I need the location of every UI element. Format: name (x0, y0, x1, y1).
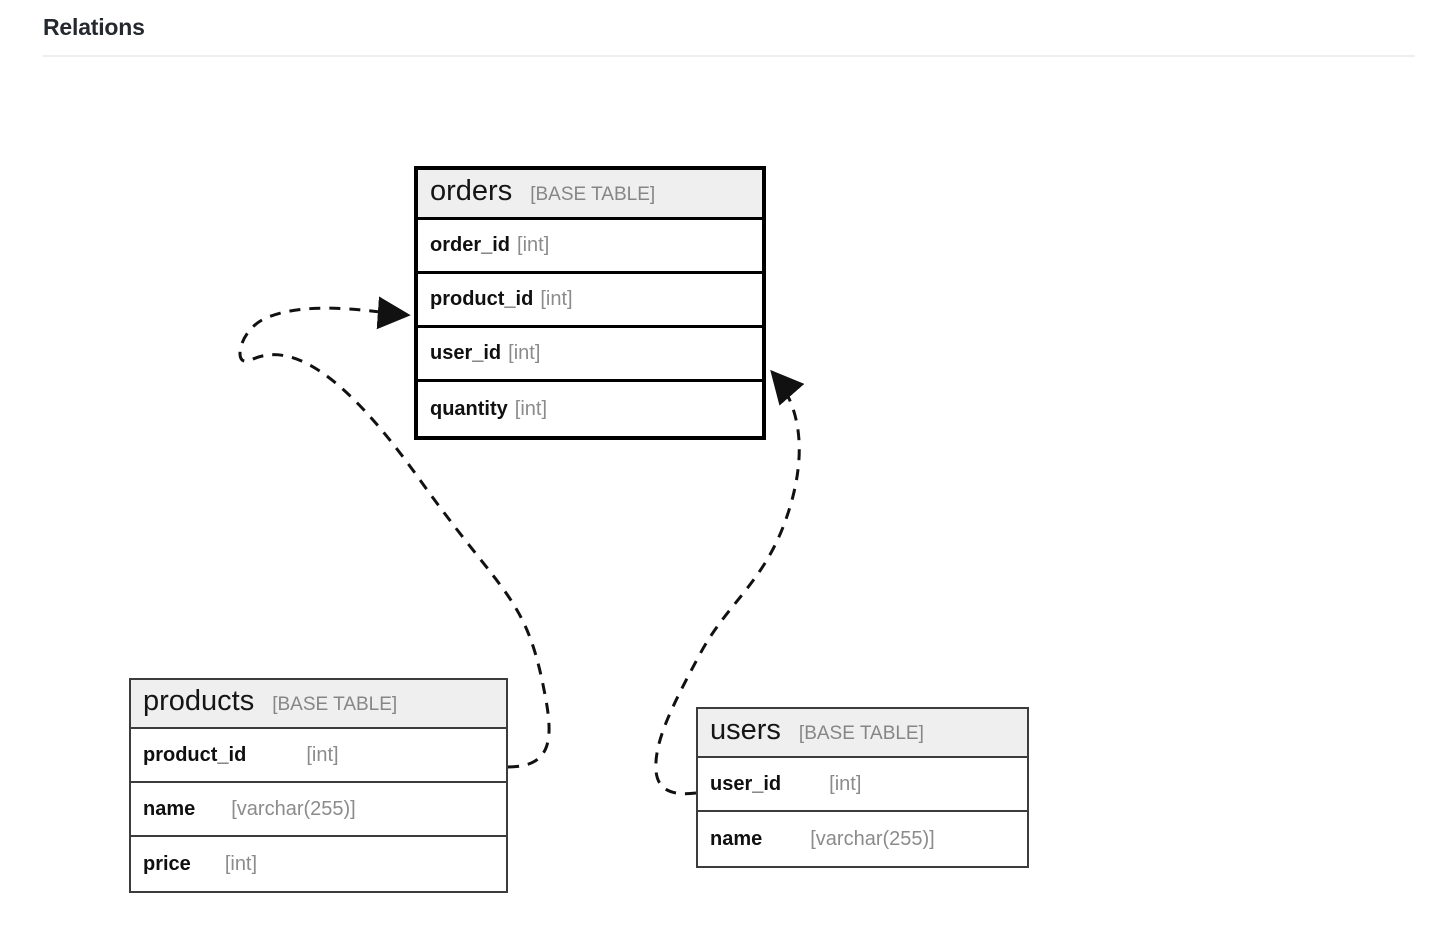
erd-table-title: orders (430, 175, 513, 207)
erd-table-header: users [BASE TABLE] (698, 709, 1027, 758)
erd-column-type: [int] (517, 234, 550, 257)
erd-column-name: user_id (430, 342, 502, 365)
erd-column-row[interactable]: product_id [int] (131, 729, 506, 783)
erd-column-type: [int] (508, 342, 541, 365)
erd-table-header: products [BASE TABLE] (131, 680, 506, 729)
erd-column-row[interactable]: price [int] (131, 837, 506, 891)
erd-column-type: [int] (829, 772, 862, 795)
erd-table-kind-label: [BASE TABLE] (272, 694, 398, 715)
page-title: Relations (43, 14, 145, 40)
erd-column-type: [varchar(255)] (810, 827, 935, 850)
erd-table-users[interactable]: users [BASE TABLE] user_id [int] name [v… (696, 707, 1029, 868)
erd-table-title: products (143, 685, 255, 717)
erd-column-row[interactable]: product_id [int] (418, 274, 762, 328)
erd-column-name: price (143, 852, 191, 875)
erd-column-row[interactable]: user_id [int] (418, 328, 762, 382)
erd-table-title: users (710, 714, 781, 746)
erd-column-name: product_id (430, 288, 534, 311)
erd-column-list: order_id [int] product_id [int] user_id … (418, 220, 762, 436)
erd-column-list: user_id [int] name [varchar(255)] (698, 758, 1027, 866)
erd-column-name: product_id (143, 743, 247, 766)
erd-column-type: [int] (540, 288, 573, 311)
erd-column-row[interactable]: name [varchar(255)] (131, 783, 506, 837)
erd-column-name: name (143, 797, 196, 820)
erd-column-type: [int] (306, 743, 339, 766)
erd-column-row[interactable]: name [varchar(255)] (698, 812, 1027, 866)
erd-column-row[interactable]: user_id [int] (698, 758, 1027, 812)
erd-column-name: quantity (430, 397, 508, 420)
page-header: Relations (0, 0, 1440, 58)
erd-column-list: product_id [int] name [varchar(255)] pri… (131, 729, 506, 891)
erd-column-row[interactable]: order_id [int] (418, 220, 762, 274)
header-divider (43, 55, 1415, 57)
erd-column-name: user_id (710, 772, 782, 795)
erd-column-name: name (710, 827, 763, 850)
erd-column-name: order_id (430, 234, 511, 257)
erd-table-orders[interactable]: orders [BASE TABLE] order_id [int] produ… (414, 166, 766, 440)
erd-table-kind-label: [BASE TABLE] (798, 723, 924, 744)
erd-column-type: [varchar(255)] (231, 797, 356, 820)
erd-table-products[interactable]: products [BASE TABLE] product_id [int] n… (129, 678, 508, 893)
erd-column-type: [int] (514, 397, 548, 420)
erd-table-kind-label: [BASE TABLE] (530, 184, 656, 205)
erd-column-row[interactable]: quantity [int] (418, 382, 762, 436)
erd-table-header: orders [BASE TABLE] (418, 170, 762, 220)
erd-column-type: [int] (224, 852, 258, 875)
